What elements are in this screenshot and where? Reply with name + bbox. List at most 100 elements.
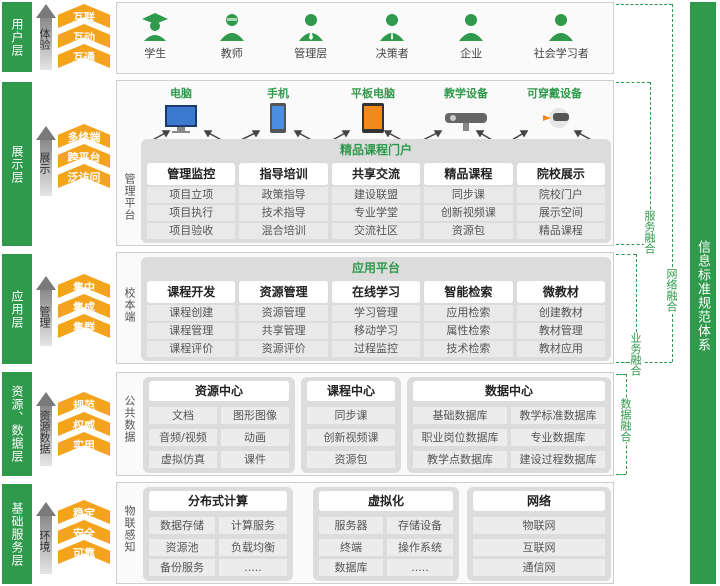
service-item: 备份服务 — [149, 559, 215, 576]
column-head: 指导培训 — [239, 163, 328, 185]
column-item: 政策指导 — [239, 187, 328, 203]
user-teacher: 教师 — [218, 11, 246, 73]
arrow-group-resource-data: 资源数据 规范 权威 实用 — [36, 390, 112, 470]
app-title: 应用平台 — [351, 261, 400, 275]
virtual-item: 存储设备 — [387, 517, 453, 534]
user-label: 企业 — [460, 47, 483, 60]
bracket-line — [672, 4, 673, 362]
chevron-item: 可靠 — [58, 540, 110, 564]
network-item: 物联网 — [473, 517, 605, 534]
fusion-label-data: 数据融合 — [619, 398, 633, 442]
portal-column: 共享交流 建设联盟 专业学堂 交流社区 — [331, 163, 421, 239]
column-item: 资源管理 — [239, 305, 328, 321]
side-word-display: 展示 — [38, 152, 51, 174]
column-item: 共享管理 — [239, 323, 328, 339]
graduate-icon — [142, 13, 169, 41]
learner-icon — [549, 14, 574, 41]
data-layer-box: 公共数据 资源中心 文档 图形图像 音频/视频 动画 虚拟仿真 课件 课程中心 … — [116, 372, 614, 476]
column-item: 交流社区 — [331, 223, 421, 239]
user-list: 学生 教师 管理层 决策者 企业 社会学习者 — [117, 3, 613, 73]
bracket-line — [616, 254, 636, 255]
side-word-base-service: 环境 — [38, 530, 51, 552]
column-item: 资源包 — [424, 223, 513, 239]
executive-icon — [380, 14, 405, 41]
network-item: 互联网 — [473, 539, 605, 556]
course-center: 课程中心 同步课 创新视频课 资源包 — [301, 377, 401, 473]
user-decision-maker: 决策者 — [376, 11, 409, 73]
layer-label-application: 应用层 — [2, 254, 32, 364]
teacher-icon — [219, 14, 244, 41]
device-label: 平板电脑 — [351, 87, 395, 100]
layer-label-base-service: 基础服务层 — [2, 484, 32, 584]
column-head: 智能检索 — [424, 281, 513, 303]
column-item: 应用检索 — [424, 305, 513, 321]
course-center-head: 课程中心 — [307, 381, 395, 401]
database-item: 专业数据库 — [511, 429, 605, 446]
device-phone: 手机 — [263, 85, 293, 135]
column-head: 院校展示 — [516, 163, 606, 185]
column-item: 资源评价 — [239, 341, 328, 357]
up-arrow-icon — [36, 276, 56, 346]
database-item: 建设过程数据库 — [511, 451, 605, 468]
column-item: 专业学堂 — [331, 205, 421, 221]
database-item: 教学标准数据库 — [511, 407, 605, 424]
data-center-head: 数据中心 — [413, 381, 605, 401]
portal-columns: 管理监控 项目立项 项目执行 项目验收 指导培训 政策指导 技术指导 混合培训 … — [147, 163, 606, 239]
fusion-label-network: 网络融合 — [665, 268, 679, 312]
column-item: 移动学习 — [331, 323, 421, 339]
app-column: 资源管理 资源管理 共享管理 资源评价 — [239, 281, 328, 357]
network-head: 网络 — [473, 491, 605, 511]
layer-label-user: 用户层 — [2, 2, 32, 72]
network: 网络 物联网 互联网 通信网 — [467, 487, 611, 581]
layer-label-display: 展示层 — [2, 82, 32, 246]
column-item: 创新视频课 — [424, 205, 513, 221]
column-item: 技术检索 — [424, 341, 513, 357]
resource-center-head: 资源中心 — [149, 381, 289, 401]
column-item: 同步课 — [424, 187, 513, 203]
column-head: 微教材 — [516, 281, 606, 303]
portal-column: 精品课程 同步课 创新视频课 资源包 — [424, 163, 513, 239]
column-item: 教材管理 — [516, 323, 606, 339]
app-platform: 应用平台 课程开发 课程创建 课程管理 课程评价 资源管理 资源管理 共享管理 … — [141, 257, 611, 361]
resource-item: 课件 — [221, 451, 289, 468]
service-item: ..... — [219, 559, 287, 576]
portal-side-label: 管理平台 — [123, 173, 136, 221]
chevron-item: 泛访问 — [58, 164, 110, 188]
user-label: 教师 — [220, 47, 243, 60]
app-columns: 课程开发 课程创建 课程管理 课程评价 资源管理 资源管理 共享管理 资源评价 … — [147, 281, 606, 357]
distributed-computing: 分布式计算 数据存储 计算服务 资源池 负载均衡 备份服务 ..... — [143, 487, 293, 581]
virtual-item: 终端 — [319, 539, 383, 556]
bracket-line — [650, 82, 651, 244]
arrow-group-application: 管理 集中 集成 集群 — [36, 272, 112, 352]
side-word-user: 体验 — [38, 28, 51, 50]
user-label: 社会学习者 — [533, 47, 589, 60]
column-item: 技术指导 — [239, 205, 328, 221]
resource-center: 资源中心 文档 图形图像 音频/视频 动画 虚拟仿真 课件 — [143, 377, 295, 473]
data-center: 数据中心 基础数据库 教学标准数据库 职业岗位数据库 专业数据库 教学点数据库 … — [407, 377, 611, 473]
chevron-item: 实用 — [58, 432, 110, 456]
up-arrow-icon — [36, 126, 56, 196]
portal-title: 精品课程门户 — [339, 143, 412, 157]
virtualization-head: 虚拟化 — [319, 491, 453, 511]
network-item: 通信网 — [473, 559, 605, 576]
column-item: 混合培训 — [239, 223, 328, 239]
virtual-item: ..... — [387, 559, 453, 576]
column-item: 创建教材 — [516, 305, 606, 321]
column-item: 课程创建 — [147, 305, 236, 321]
app-column: 课程开发 课程创建 课程管理 课程评价 — [147, 281, 236, 357]
device-label: 电脑 — [170, 87, 192, 100]
fusion-label-service: 服务融合 — [643, 210, 657, 254]
column-head: 精品课程 — [424, 163, 513, 185]
computer-icon — [165, 105, 197, 133]
bracket-line — [616, 4, 672, 5]
virtualization: 虚拟化 服务器 存储设备 终端 操作系统 数据库 ..... — [313, 487, 459, 581]
side-word-resource-data: 资源数据 — [38, 410, 51, 454]
user-layer-box: 学生 教师 管理层 决策者 企业 社会学习者 — [116, 2, 614, 74]
device-wearable: 可穿戴设备 — [527, 85, 582, 135]
app-column: 在线学习 学习管理 移动学习 过程监控 — [331, 281, 421, 357]
bracket-line — [616, 362, 636, 363]
virtual-item: 服务器 — [319, 517, 383, 534]
column-item: 属性检索 — [424, 323, 513, 339]
user-label: 决策者 — [375, 47, 409, 60]
course-item: 资源包 — [307, 451, 395, 468]
